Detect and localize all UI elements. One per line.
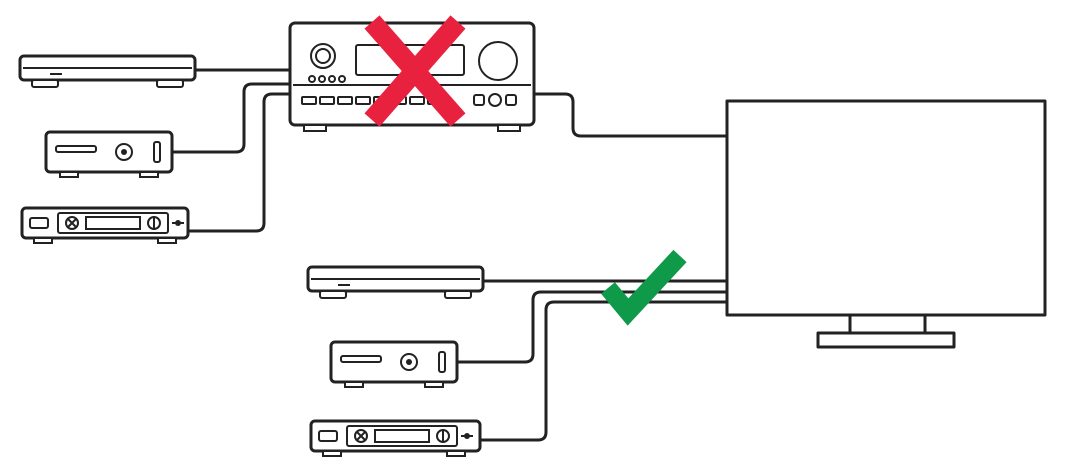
tv-base (816, 331, 956, 349)
cross-icon (364, 15, 466, 127)
cable-console-to-receiver (170, 82, 292, 154)
player-top (18, 54, 197, 88)
set-top-box-bottom (309, 419, 482, 457)
television (725, 99, 1047, 349)
check-icon (601, 249, 687, 326)
cable-settopbox-to-tv (478, 300, 729, 442)
tv-neck (848, 313, 927, 335)
cables-direct (455, 279, 729, 442)
player-bottom (306, 265, 485, 299)
game-console-top (44, 130, 174, 178)
cables-via-receiver (170, 68, 729, 233)
set-top-box-top (20, 206, 190, 244)
cable-settopbox-to-receiver (186, 92, 292, 233)
cable-receiver-to-tv (532, 92, 729, 138)
game-console-bottom (329, 340, 459, 388)
cable-console-to-tv (455, 290, 729, 364)
tv-screen (725, 99, 1047, 317)
